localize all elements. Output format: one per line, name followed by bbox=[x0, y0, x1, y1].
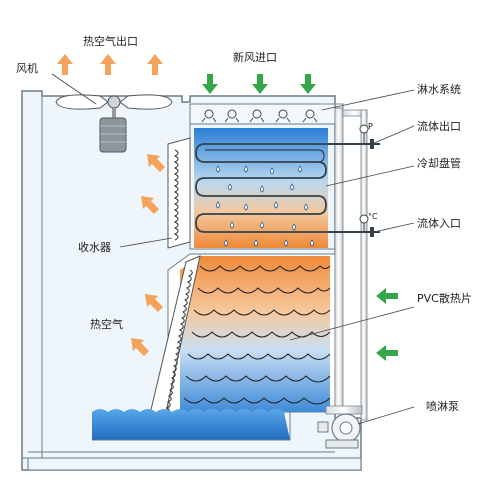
drift-eliminator-label: 收水器 bbox=[78, 240, 111, 254]
hot-air-up-arrow-3 bbox=[147, 54, 163, 75]
fluid-inlet-label: 流体入口 bbox=[417, 216, 461, 230]
fresh-air-down-arrow-2 bbox=[252, 74, 268, 94]
fresh-air-left-arrow-1 bbox=[376, 288, 398, 304]
cooling-coil-label: 冷却盘管 bbox=[417, 156, 461, 170]
hot-air-diag-arrow-4 bbox=[131, 338, 149, 356]
fan-icon bbox=[55, 94, 173, 153]
temperature-gauge-label: °C bbox=[368, 212, 378, 221]
hot-air-arrows bbox=[57, 54, 165, 356]
hot-air-up-arrow-1 bbox=[57, 54, 73, 75]
fluid-outlet-label: 流体出口 bbox=[417, 119, 461, 133]
hot-air-label: 热空气 bbox=[90, 317, 123, 331]
hot-air-diag-arrow-1 bbox=[147, 154, 165, 172]
pressure-gauge-label: P bbox=[368, 122, 373, 131]
fresh-air-down-arrow-1 bbox=[202, 74, 218, 94]
fresh-air-arrows bbox=[202, 74, 398, 361]
cooling-coil-tubes bbox=[195, 143, 372, 233]
leader-lines bbox=[51, 73, 415, 425]
spray-system-label: 淋水系统 bbox=[417, 83, 461, 96]
fresh-air-down-arrow-3 bbox=[300, 74, 316, 94]
hot-air-outlet-label: 热空气出口 bbox=[83, 34, 138, 48]
fluid-inlet-pipe: °C bbox=[328, 212, 380, 237]
spray-header-box bbox=[189, 103, 336, 125]
fresh-air-inlet-label: 新风进口 bbox=[233, 50, 277, 64]
fresh-air-left-arrow-2 bbox=[376, 345, 398, 361]
fill-wave-lines bbox=[183, 265, 331, 405]
hot-air-diag-arrow-2 bbox=[141, 196, 159, 214]
pvc-fill-label: PVC散热片 bbox=[417, 291, 472, 305]
water-basin bbox=[92, 409, 290, 440]
hot-air-diag-arrow-3 bbox=[145, 294, 163, 312]
fan-label: 风机 bbox=[16, 61, 38, 75]
spray-pump-label: 喷淋泵 bbox=[426, 400, 459, 413]
upper-drift-eliminator bbox=[167, 137, 191, 249]
pump-icon bbox=[317, 405, 363, 449]
water-droplets bbox=[216, 165, 314, 247]
spray-nozzles bbox=[201, 109, 318, 123]
hot-air-up-arrow-2 bbox=[100, 54, 116, 75]
